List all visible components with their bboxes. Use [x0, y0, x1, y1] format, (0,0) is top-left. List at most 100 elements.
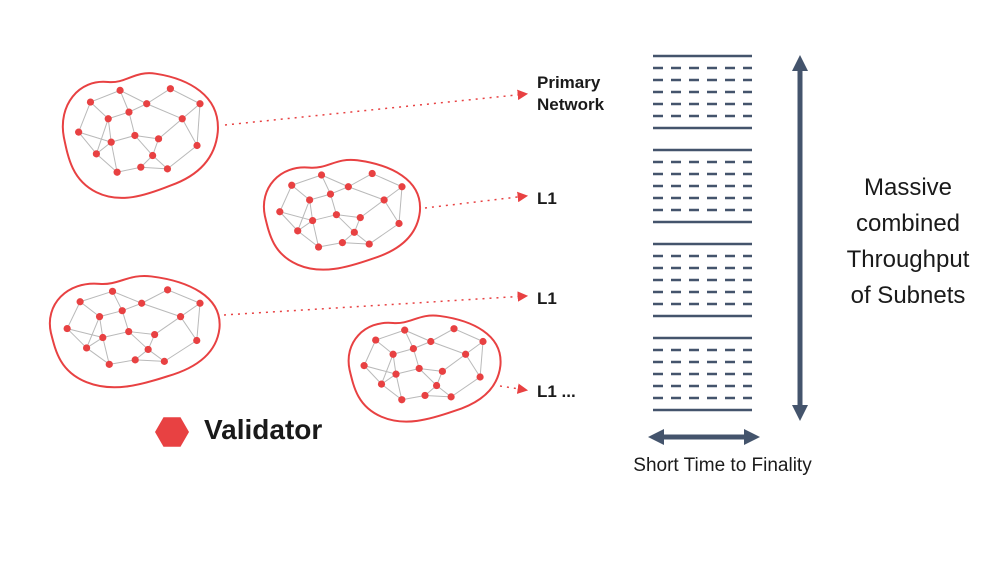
network-edge: [128, 331, 149, 350]
validator-node: [309, 216, 317, 225]
validator-node: [415, 364, 423, 373]
network-edge: [90, 101, 109, 120]
primary-network-label: Primary Network: [537, 73, 605, 115]
validator-legend-label: Validator: [204, 414, 323, 445]
network-edge: [180, 302, 201, 318]
network-edge: [363, 365, 382, 385]
network-edge: [381, 354, 394, 385]
validator-node: [326, 190, 335, 198]
validator-node: [389, 350, 397, 358]
blob-outline: [63, 73, 218, 198]
validator-node: [450, 325, 458, 333]
network-edge: [135, 359, 165, 362]
network-edge: [279, 211, 313, 222]
network-edge: [140, 166, 168, 170]
validator-node: [365, 240, 373, 248]
connector-primary-network: [224, 89, 529, 126]
network-edge: [418, 368, 437, 386]
validator-node: [163, 165, 172, 173]
validator-node: [138, 299, 146, 307]
network-edge: [110, 142, 118, 173]
network-edge: [312, 220, 320, 248]
network-edge: [336, 214, 355, 233]
network-edge: [95, 118, 109, 155]
validator-node: [350, 228, 358, 236]
blob-outline: [264, 160, 420, 270]
validator-node: [344, 183, 352, 191]
validator-node: [176, 313, 185, 321]
validator-node: [338, 239, 346, 247]
network-edge: [297, 199, 311, 232]
network-edge: [359, 199, 385, 219]
network-edge: [381, 383, 403, 401]
network-edge: [395, 374, 403, 400]
validator-node: [116, 86, 124, 94]
validator-node: [395, 219, 403, 228]
network-edge: [86, 316, 101, 349]
network-edge: [128, 331, 155, 336]
validator-node: [104, 115, 112, 123]
validator-node: [193, 141, 201, 150]
validator-node: [151, 330, 159, 339]
validator-node: [332, 211, 341, 219]
network-edge: [196, 103, 201, 146]
network-edge: [383, 186, 403, 201]
validator-node: [63, 324, 71, 333]
arrow-down-head: [792, 405, 808, 421]
validator-node: [360, 362, 368, 370]
validator-node: [113, 168, 121, 176]
validator-node: [438, 367, 446, 375]
validator-node: [164, 286, 172, 294]
network-edge: [79, 290, 113, 303]
l1-label-top: L1: [537, 189, 557, 208]
validator-node: [99, 333, 107, 342]
finality-arrow: [648, 429, 760, 445]
validator-node: [83, 344, 91, 352]
validator-node: [314, 243, 323, 251]
network-edge: [465, 354, 481, 378]
network-edge: [404, 329, 431, 342]
network-edge: [158, 118, 183, 140]
network-edge: [279, 211, 299, 232]
network-edge: [146, 88, 171, 105]
validator-node: [107, 138, 115, 146]
validator-node: [392, 370, 400, 378]
throughput-arrow: [792, 55, 808, 421]
validator-node: [276, 208, 284, 216]
validator-node: [108, 287, 117, 295]
network-edge: [108, 111, 130, 120]
network-edge: [291, 184, 310, 201]
subnet-networks: [50, 73, 501, 421]
network-edge: [363, 365, 397, 375]
network-edge: [348, 173, 373, 188]
validator-node: [118, 307, 126, 315]
validator-node: [154, 135, 163, 143]
network-edge: [167, 289, 201, 304]
validator-node: [95, 313, 104, 321]
validator-node: [92, 150, 100, 158]
network-edge: [154, 316, 181, 335]
validator-node: [105, 360, 113, 368]
validator-node: [476, 373, 484, 381]
validator-node: [380, 196, 388, 204]
network-edge: [90, 89, 121, 103]
network-edge: [170, 88, 201, 105]
validator-node: [288, 181, 296, 189]
validator-node: [372, 336, 380, 344]
network-edge: [102, 331, 129, 339]
network-edge: [79, 301, 100, 318]
network-edge: [321, 174, 349, 188]
validator-node: [193, 336, 201, 345]
network-edge: [109, 359, 136, 365]
network-edge: [371, 173, 403, 188]
network-edge: [453, 328, 484, 342]
network-edge: [424, 394, 452, 398]
subnet-blob-l1-left: [50, 276, 220, 387]
network-edge: [196, 303, 201, 341]
validator-node: [479, 337, 487, 346]
throughput-label: Massive combined Throughput of Subnets: [846, 174, 970, 309]
subnet-blob-l1-top: [264, 160, 420, 270]
network-edge: [419, 367, 443, 372]
validator-node: [125, 108, 133, 116]
